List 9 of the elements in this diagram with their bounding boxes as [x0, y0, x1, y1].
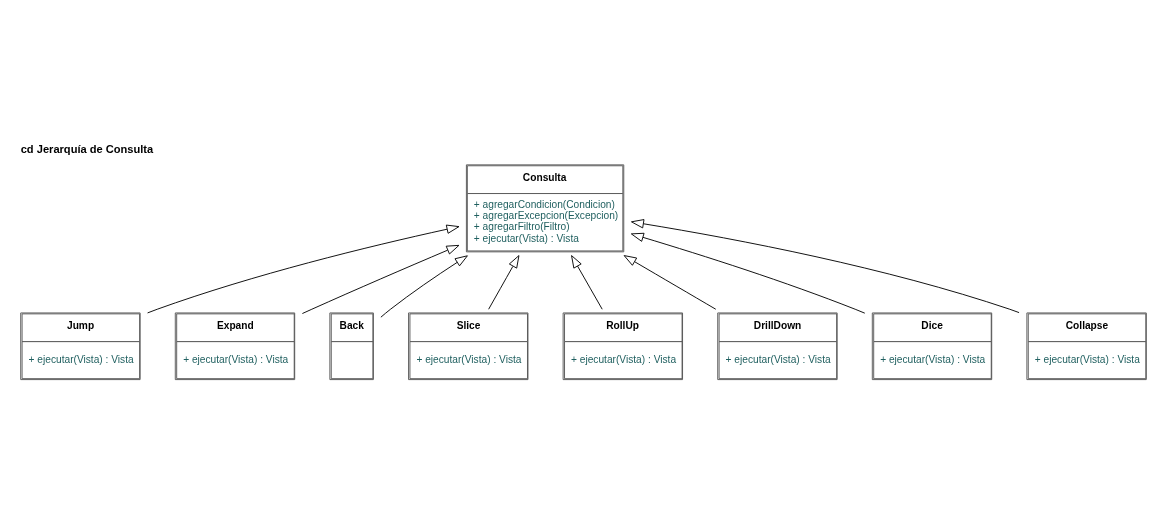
arrow: [147, 224, 460, 314]
arrow: [630, 232, 866, 314]
arrow: [623, 255, 717, 310]
arrow: [571, 255, 603, 310]
diagram-title: cd Jerarquía de Consulta: [20, 143, 154, 156]
arrow: [380, 255, 468, 318]
arrow: [631, 219, 1020, 314]
arrow: [488, 255, 520, 310]
arrow: [301, 244, 460, 314]
